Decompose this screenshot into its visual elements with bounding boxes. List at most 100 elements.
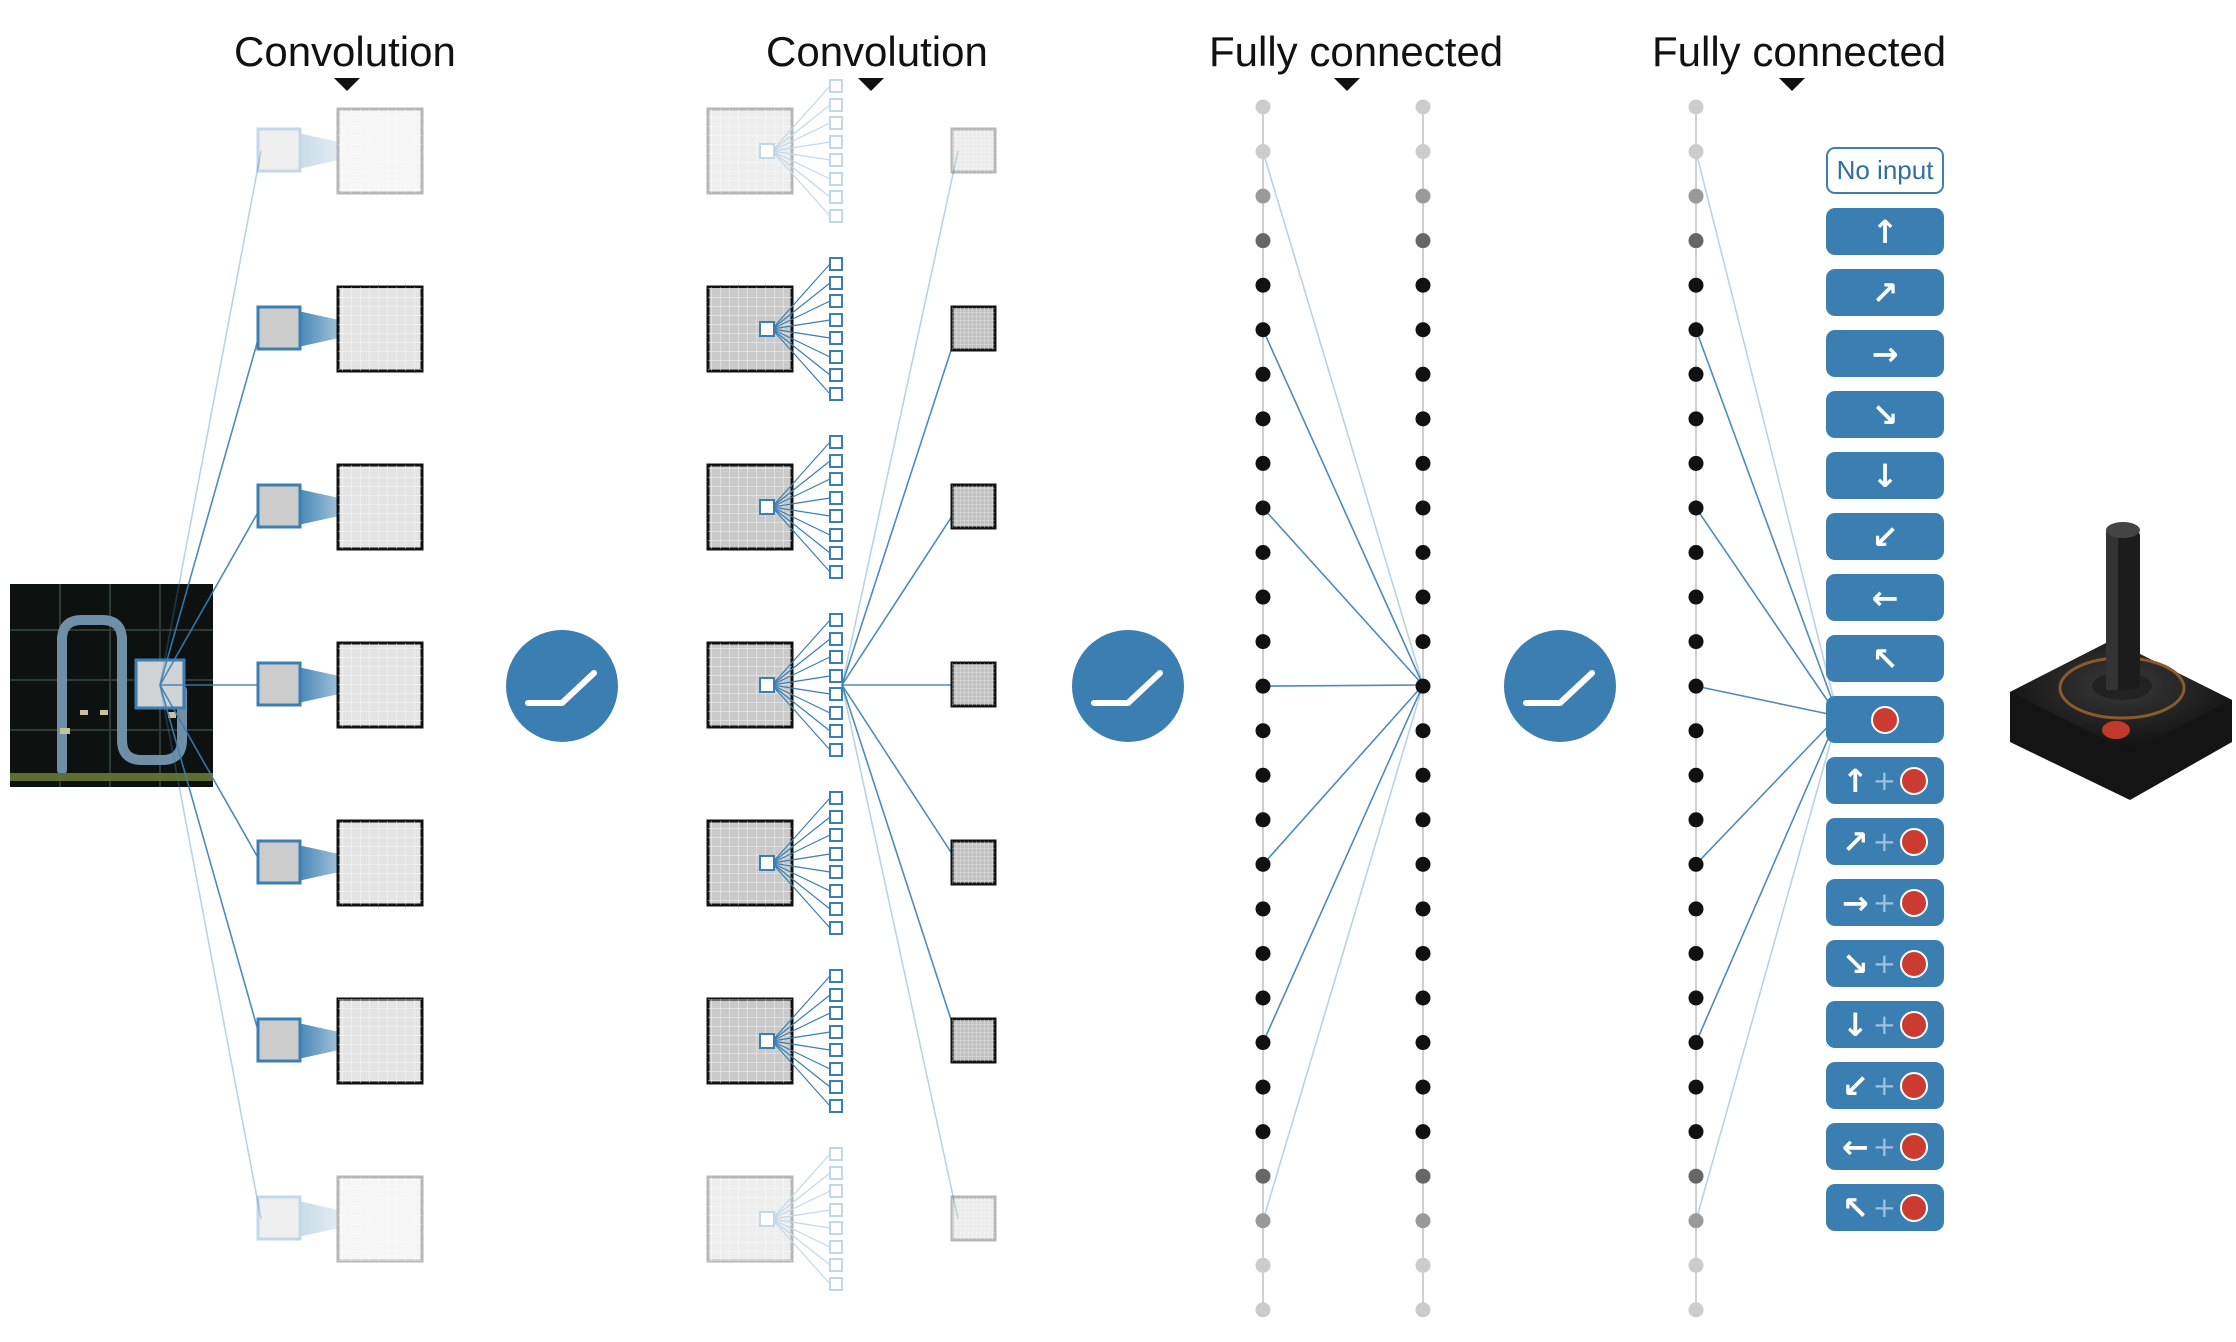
neuron — [1255, 634, 1271, 650]
fan-line — [771, 497, 831, 508]
fan-line — [771, 834, 831, 864]
neuron — [1688, 277, 1704, 293]
action-button-2: ↗ — [1826, 269, 1944, 316]
neuron — [1255, 99, 1271, 115]
conv2-unit — [706, 257, 843, 401]
neuron — [1415, 812, 1431, 828]
fire-button-icon — [1900, 827, 1929, 856]
neuron — [1688, 634, 1704, 650]
kernel-cell — [829, 528, 843, 542]
fan-line — [771, 300, 831, 330]
neuron — [1415, 767, 1431, 783]
link-line — [159, 506, 262, 686]
fan-line — [771, 619, 831, 686]
feature-map-grid — [708, 465, 792, 549]
fan-line — [771, 638, 831, 686]
neuron — [1255, 277, 1271, 293]
fan-line — [771, 1040, 831, 1088]
output-map-grid — [952, 485, 995, 528]
fan-line — [771, 104, 831, 152]
kernel-cell — [829, 884, 843, 898]
neuron — [1415, 500, 1431, 516]
feature-map-grid — [338, 1177, 422, 1261]
neuron — [1255, 945, 1271, 961]
header-fc2-arrow — [1779, 78, 1805, 91]
plus-sign: + — [1872, 886, 1897, 919]
link-line — [159, 150, 262, 686]
fan-line — [771, 853, 831, 864]
link-line — [159, 684, 262, 864]
direction-arrow-icon: → — [1871, 334, 1899, 373]
fan-line — [771, 684, 831, 714]
neuron — [1415, 589, 1431, 605]
fan-line — [771, 797, 831, 864]
conv-kernel — [256, 661, 302, 707]
kernel-cell — [829, 1277, 843, 1291]
neuron — [1415, 322, 1431, 338]
neuron — [1415, 1302, 1431, 1318]
direction-arrow-icon: ↘ — [1871, 395, 1899, 434]
neuron — [1688, 99, 1704, 115]
plus-sign: + — [1872, 1130, 1897, 1163]
feature-map-grid — [708, 643, 792, 727]
neuron — [1688, 1124, 1704, 1140]
kernel-cell — [829, 902, 843, 916]
neuron — [1255, 767, 1271, 783]
kernel-cell — [829, 172, 843, 186]
kernel-cell — [829, 847, 843, 861]
conv2-feature-maps — [706, 79, 843, 1291]
plus-sign: + — [1872, 764, 1897, 797]
neuron — [1688, 945, 1704, 961]
link-line — [1695, 507, 1839, 717]
direction-arrow-icon: ↗ — [1841, 822, 1869, 861]
neuron — [1688, 233, 1704, 249]
fan-line — [771, 506, 831, 554]
kernel-cell — [829, 116, 843, 130]
action-button-1: ↑ — [1826, 208, 1944, 255]
neuron — [1415, 723, 1431, 739]
feature-map-grid — [708, 287, 792, 371]
fan-line — [771, 122, 831, 152]
fire-button-icon — [1900, 1010, 1929, 1039]
link-line — [1695, 685, 1839, 717]
neuron — [1415, 1257, 1431, 1273]
header-conv1: Convolution — [234, 28, 456, 75]
direction-arrow-icon: ↓ — [1871, 456, 1899, 495]
fan-line — [771, 150, 831, 198]
fan-line — [771, 684, 831, 751]
conv2-output — [950, 661, 997, 708]
receptive-field — [759, 855, 775, 871]
neuron — [1255, 144, 1271, 160]
kernel-cell — [829, 135, 843, 149]
direction-arrow-icon: ← — [1871, 578, 1899, 617]
link-line — [1262, 684, 1424, 1043]
kernel-cell — [829, 1184, 843, 1198]
kernel-cell — [829, 969, 843, 983]
kernel-cell — [829, 743, 843, 757]
neuron — [1688, 1213, 1704, 1229]
fan-line — [771, 328, 831, 358]
kernel-cell — [829, 350, 843, 364]
neuron — [1255, 1213, 1271, 1229]
fan-line — [771, 150, 831, 217]
neuron — [1688, 812, 1704, 828]
neuron — [1415, 1213, 1431, 1229]
conv1-unit — [256, 107, 424, 195]
receptive-field — [759, 143, 775, 159]
kernel-cell — [829, 491, 843, 505]
direction-arrow-icon: ↑ — [1841, 761, 1869, 800]
fan-line — [771, 1172, 831, 1220]
neuron — [1415, 233, 1431, 249]
plus-sign: + — [1872, 1069, 1897, 1102]
fan-line — [771, 328, 831, 376]
neuron — [1688, 1168, 1704, 1184]
kernel-cell — [829, 387, 843, 401]
neuron — [1688, 1302, 1704, 1318]
fan-line — [771, 656, 831, 686]
neuron — [1688, 322, 1704, 338]
neuron — [1255, 411, 1271, 427]
receptive-field — [759, 499, 775, 515]
action-button-4: ↘ — [1826, 391, 1944, 438]
conv-kernel — [256, 127, 302, 173]
fc2-nodes — [1415, 99, 1431, 1318]
